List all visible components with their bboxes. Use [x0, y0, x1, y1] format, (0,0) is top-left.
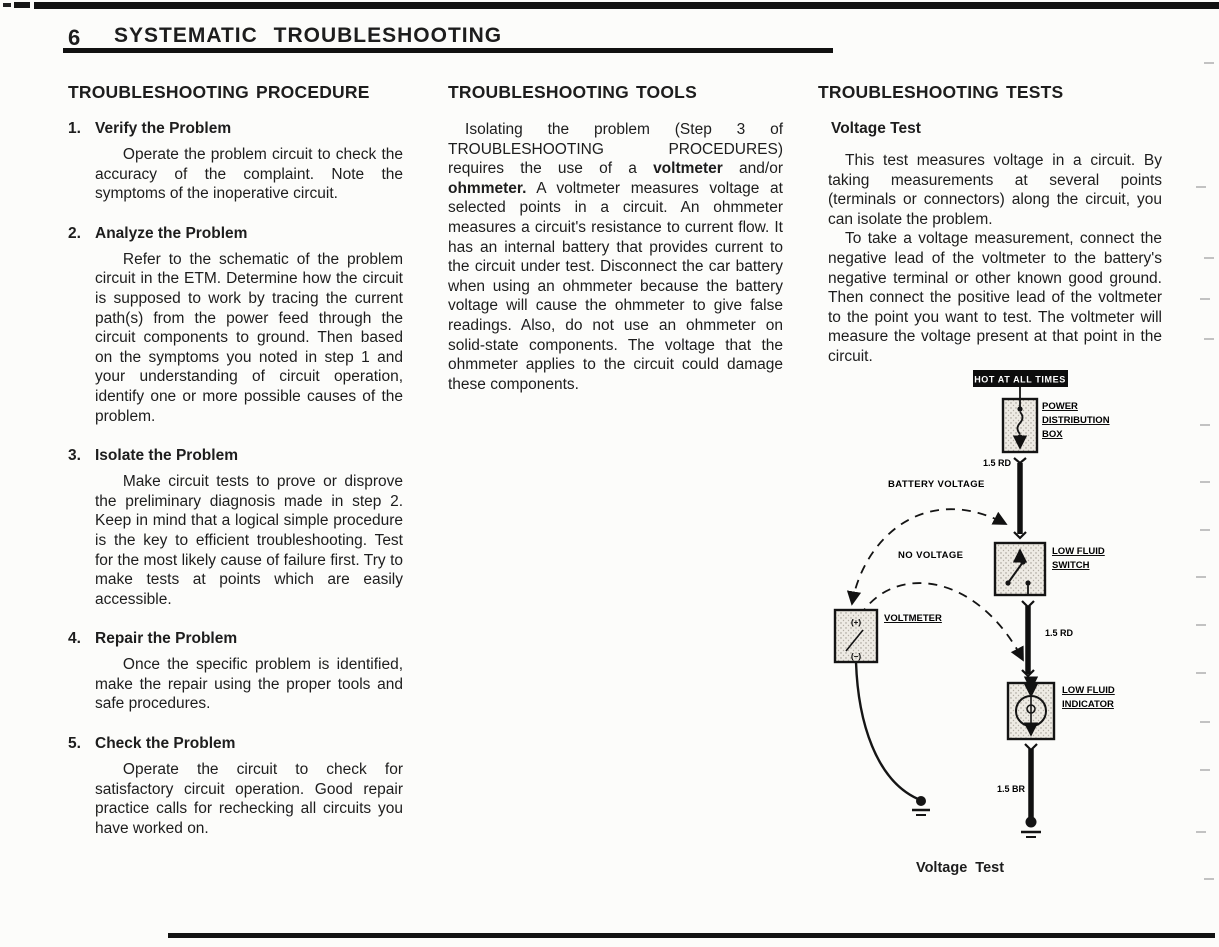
meter-needle: [845, 629, 864, 652]
step-5: 5. Check the Problem Operate the circuit …: [68, 735, 403, 838]
tests-paragraph-1: This test measures voltage in a circuit.…: [828, 152, 1162, 228]
column-tests: TROUBLESHOOTING TESTS Voltage Test This …: [818, 82, 1162, 367]
plus-terminal: (+): [851, 618, 861, 627]
power-box-label-2: DISTRIBUTION: [1042, 415, 1110, 426]
tools-text: Isolating the problem (Step 3 of TROUBLE…: [448, 121, 783, 178]
edge-mark: [1196, 186, 1206, 188]
voltmeter-ground-lead: [854, 661, 919, 801]
edge-mark: [1204, 62, 1214, 64]
edge-mark: [1200, 721, 1210, 723]
step-number: 3.: [68, 447, 81, 465]
tools-text: and/or: [722, 160, 783, 178]
step-title: Isolate the Problem: [95, 447, 238, 465]
step-body: Operate the problem circuit to check the…: [95, 146, 403, 203]
step-title: Check the Problem: [95, 735, 236, 753]
voltage-test-subheading: Voltage Test: [831, 120, 921, 137]
connector-symbol: [1013, 531, 1027, 540]
switch-label-1: LOW FLUID: [1052, 546, 1105, 557]
header-rule: [63, 48, 833, 53]
edge-mark: [1200, 481, 1210, 483]
step-4: 4. Repair the Problem Once the specific p…: [68, 630, 403, 714]
step-title: Analyze the Problem: [95, 224, 248, 242]
power-box-label-1: POWER: [1042, 401, 1078, 412]
edge-mark: [1200, 298, 1210, 300]
tests-paragraph-2: To take a voltage measurement, connect t…: [828, 230, 1162, 365]
connector-symbol: [1021, 669, 1035, 678]
step-2: 2. Analyze the Problem Refer to the schem…: [68, 225, 403, 426]
wire-1-label: 1.5 RD: [983, 458, 1012, 468]
tools-text: A voltmeter measures voltage at selected…: [448, 179, 783, 393]
voltmeter-label: VOLTMETER: [884, 613, 942, 624]
edge-mark: [1200, 424, 1210, 426]
fuse-symbol: [1016, 411, 1024, 435]
page-title: SYSTEMATIC TROUBLESHOOTING: [114, 24, 503, 47]
no-voltage-label: NO VOLTAGE: [898, 550, 963, 561]
step-number: 4.: [68, 630, 81, 648]
diagram-caption: Voltage Test: [915, 860, 1005, 876]
hot-badge-label: HOT AT ALL TIMES: [974, 375, 1066, 385]
edge-mark: [1196, 624, 1206, 626]
step-number: 1.: [68, 120, 81, 137]
procedure-heading: TROUBLESHOOTING PROCEDURE: [68, 82, 370, 102]
minus-terminal: (−): [851, 652, 861, 661]
wire-3-label: 1.5 BR: [997, 784, 1026, 794]
step-3: 3. Isolate the Problem Make circuit tests…: [68, 447, 403, 609]
edge-mark: [1196, 672, 1206, 674]
edge-mark: [1196, 576, 1206, 578]
voltmeter-bold: voltmeter: [653, 160, 723, 178]
indicator-label-1: LOW FLUID: [1062, 685, 1115, 696]
edge-mark: [1196, 831, 1206, 833]
top-rule-dash: [14, 2, 30, 8]
step-1: 1. Verify the Problem Operate the problem…: [68, 120, 403, 204]
tools-paragraph: Isolating the problem (Step 3 of TROUBLE…: [448, 120, 783, 394]
step-body: Operate the circuit to check for satisfa…: [95, 761, 403, 837]
step-title: Verify the Problem: [95, 120, 232, 137]
bottom-rule: [168, 933, 1215, 938]
tests-heading: TROUBLESHOOTING TESTS: [818, 82, 1064, 102]
ground-terminal: [1025, 816, 1037, 828]
no-voltage-probe-arc: [859, 582, 1024, 662]
hot-badge-box: [973, 370, 1068, 387]
power-box-label-3: BOX: [1042, 429, 1063, 440]
voltage-test-diagram: HOT AT ALL TIMES POWER DISTRIBUTION BOX …: [800, 362, 1190, 890]
ground-terminal: [916, 796, 926, 806]
step-body: Once the specific problem is identified,…: [95, 656, 403, 713]
step-number: 2.: [68, 224, 81, 242]
edge-mark: [1200, 529, 1210, 531]
column-procedure: TROUBLESHOOTING PROCEDURE 1. Verify the P…: [68, 82, 403, 859]
column-tools: TROUBLESHOOTING TOOLS Isolating the prob…: [448, 82, 783, 394]
battery-voltage-label: BATTERY VOLTAGE: [888, 479, 985, 490]
battery-voltage-probe-arc: [846, 508, 1008, 606]
edge-mark: [1204, 878, 1214, 880]
step-number: 5.: [68, 735, 81, 753]
tools-heading: TROUBLESHOOTING TOOLS: [448, 82, 697, 102]
top-rule-dash: [3, 3, 11, 7]
step-body: Refer to the schematic of the problem ci…: [95, 250, 403, 425]
switch-label-2: SWITCH: [1052, 560, 1090, 571]
top-rule: [34, 2, 1219, 9]
page-number: 6: [68, 25, 81, 50]
wire-2-label: 1.5 RD: [1045, 628, 1074, 638]
indicator-label-2: INDICATOR: [1062, 699, 1114, 710]
switch-blade: [1007, 561, 1024, 584]
edge-mark: [1204, 257, 1214, 259]
ohmmeter-bold: ohmmeter.: [448, 179, 527, 197]
edge-mark: [1200, 769, 1210, 771]
edge-mark: [1204, 338, 1214, 340]
step-body: Make circuit tests to prove or disprove …: [95, 473, 403, 608]
step-title: Repair the Problem: [95, 630, 238, 648]
connector-symbol: [1013, 457, 1027, 465]
